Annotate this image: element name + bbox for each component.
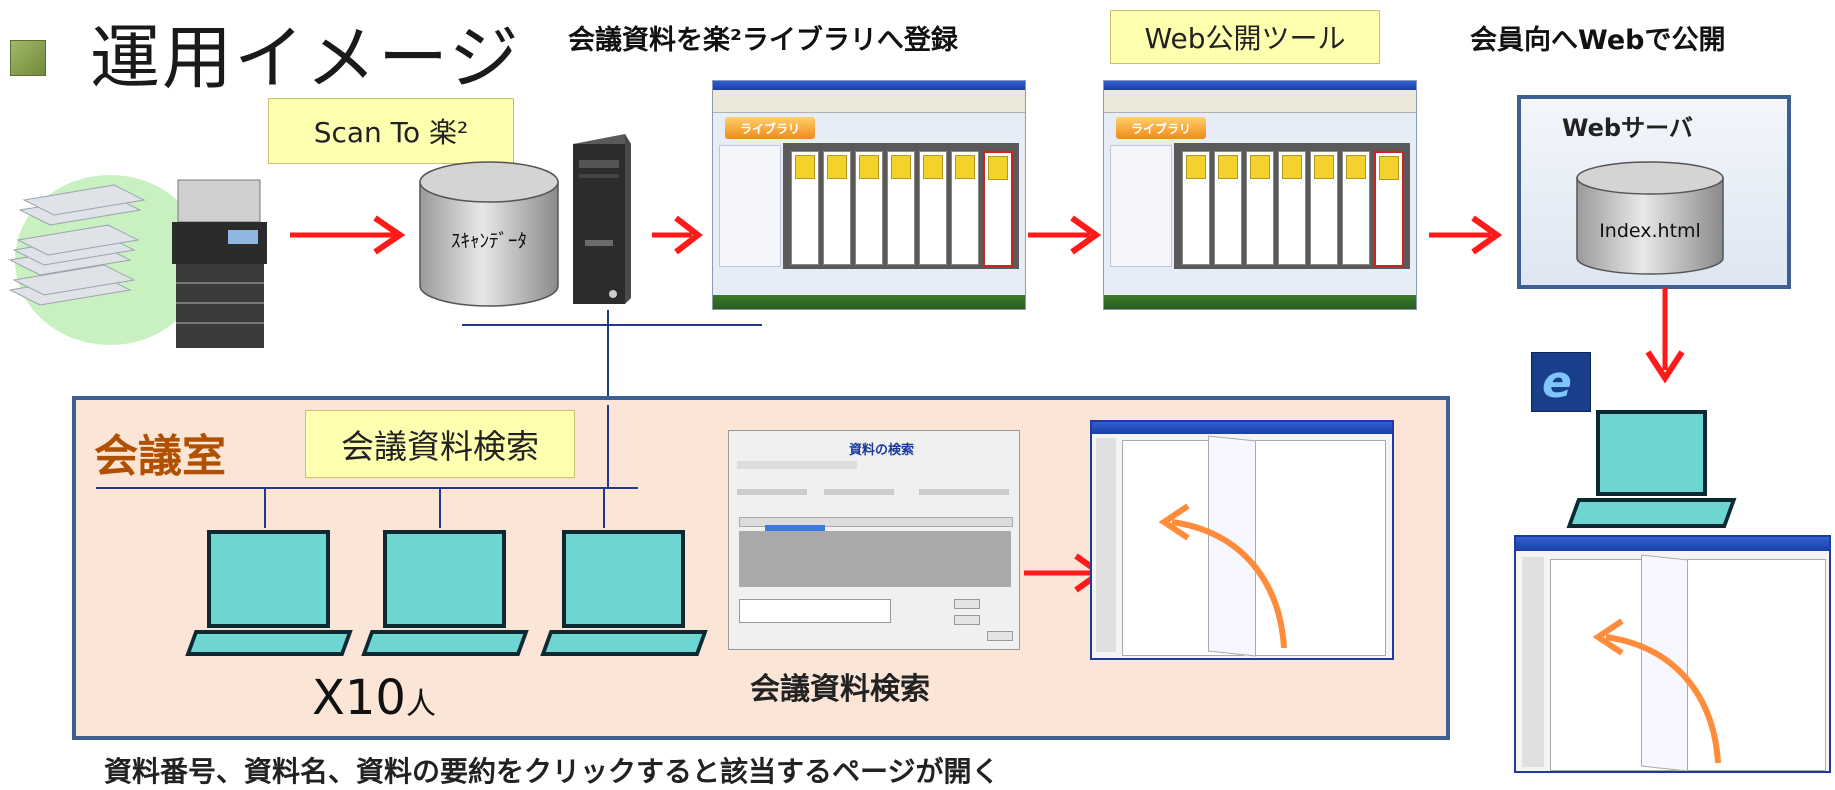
search-window-screenshot: 資料の検索 (728, 430, 1020, 650)
web-tool-callout: Web公開ツール (1110, 10, 1380, 64)
laptop-icon (383, 530, 506, 628)
library-logo: ライブラリ (1116, 117, 1206, 139)
server-icon (573, 134, 631, 304)
room-network-lines (96, 405, 638, 528)
page-turn-arrow-icon (1158, 503, 1287, 649)
people-count-unit: 人 (405, 687, 436, 722)
room-search-callout: 会議資料検索 (305, 410, 575, 478)
library-logo: ライブラリ (725, 117, 815, 139)
library-screenshot-1: ライブラリ (712, 80, 1026, 310)
laptop-base-icon (185, 630, 353, 656)
laptop-icon (562, 530, 685, 628)
arrow-down-icon (1645, 288, 1685, 384)
scan-to-callout: Scan To 楽² (268, 98, 514, 164)
web-server-label: Webサーバ (1562, 114, 1693, 142)
arrow-right-icon (290, 215, 406, 255)
laptop-icon (1596, 410, 1707, 496)
laptop-base-icon (361, 630, 529, 656)
arrow-right-icon (1028, 215, 1102, 255)
laptop-icon (207, 530, 330, 628)
library-screenshot-2: ライブラリ (1103, 80, 1417, 310)
document-viewer-screenshot (1090, 420, 1394, 660)
browser-icon: e (1531, 352, 1591, 412)
network-lines (462, 310, 762, 410)
people-count-number: X10 (312, 670, 406, 726)
page-title: 運用イメージ (90, 17, 521, 99)
scan-data-label: ｽｷｬﾝﾃﾞｰﾀ (450, 230, 527, 252)
arrow-right-icon (652, 215, 703, 255)
title-bullet-icon (10, 40, 46, 76)
step-register-heading: 会議資料を楽²ライブラリへ登録 (568, 25, 958, 56)
copier-icon (8, 175, 267, 348)
bottom-note: 資料番号、資料名、資料の要約をクリックすると該当するページが開く (104, 755, 1000, 788)
meeting-room-label: 会議室 (94, 431, 226, 482)
index-file-label: Index.html (1599, 220, 1701, 242)
search-caption: 会議資料検索 (750, 672, 930, 707)
arrow-right-icon (1429, 215, 1503, 255)
search-window-title: 資料の検索 (849, 443, 915, 458)
step-publish-heading: 会員向へWebで公開 (1470, 25, 1726, 56)
scan-data-database-icon (419, 161, 559, 307)
index-file-database-icon (1576, 161, 1724, 275)
people-count: X10人 (312, 670, 436, 726)
page-turn-arrow-icon (1592, 618, 1721, 764)
laptop-base-icon (540, 630, 708, 656)
